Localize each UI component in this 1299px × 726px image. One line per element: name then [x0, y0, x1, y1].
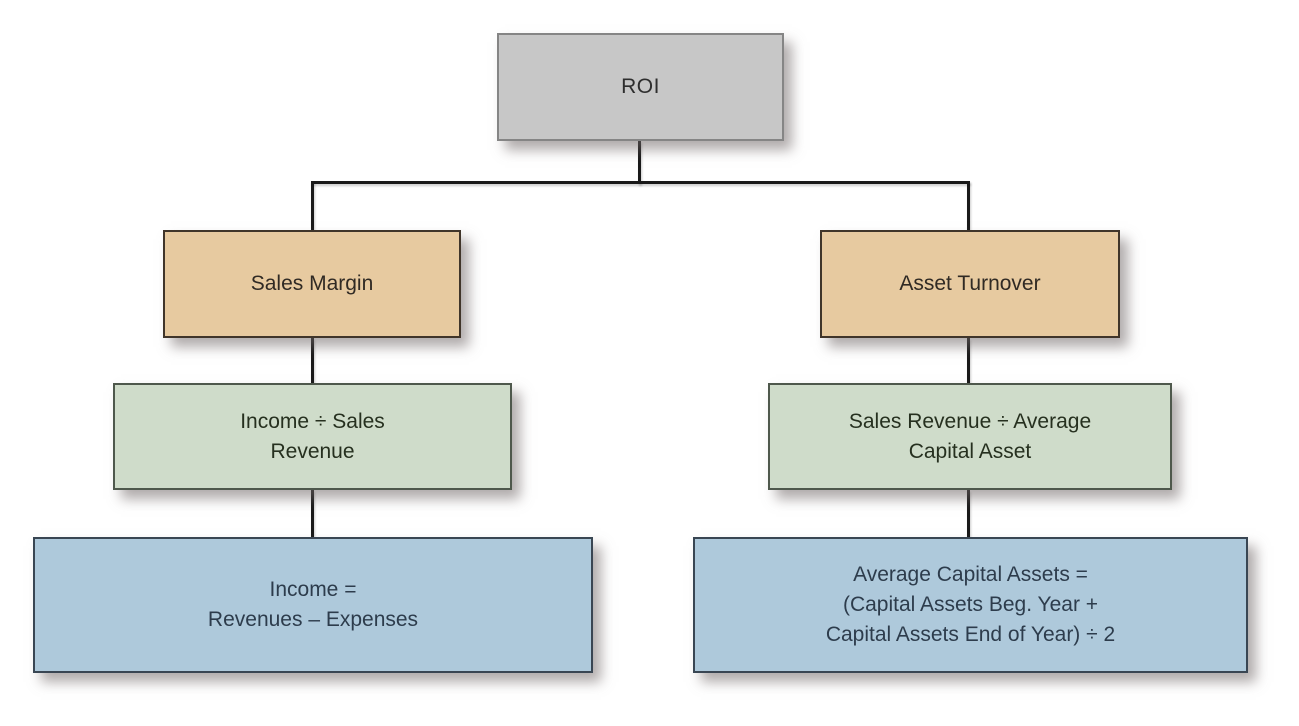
connector-roi-stem	[638, 141, 641, 184]
node-sales-margin: Sales Margin	[163, 230, 461, 338]
connector-branch-horizontal	[311, 181, 970, 184]
node-asset-turnover-formula: Sales Revenue ÷ Average Capital Asset	[768, 383, 1172, 490]
node-asset-turnover-formula-label: Sales Revenue ÷ Average Capital Asset	[848, 409, 1092, 463]
node-income-detail-label: Income = Revenues – Expenses	[207, 578, 419, 631]
connector-drop-asset-turnover	[967, 181, 970, 231]
node-sales-margin-formula-label: Income ÷ Sales Revenue	[240, 409, 385, 463]
connector-sales-margin-to-formula	[311, 338, 314, 384]
node-roi: ROI	[497, 33, 784, 141]
connector-formula-to-capital-detail	[967, 490, 970, 538]
connector-asset-turnover-to-formula	[967, 338, 970, 384]
node-income-detail: Income = Revenues – Expenses	[33, 537, 593, 673]
node-asset-turnover: Asset Turnover	[820, 230, 1120, 338]
connector-drop-sales-margin	[311, 181, 314, 231]
node-average-capital-detail-label: Average Capital Assets = (Capital Assets…	[825, 563, 1116, 646]
node-asset-turnover-label: Asset Turnover	[899, 272, 1041, 295]
node-sales-margin-formula: Income ÷ Sales Revenue	[113, 383, 512, 490]
node-sales-margin-label: Sales Margin	[250, 272, 374, 295]
node-average-capital-detail: Average Capital Assets = (Capital Assets…	[693, 537, 1248, 673]
connector-formula-to-income-detail	[311, 490, 314, 538]
node-roi-label: ROI	[621, 75, 660, 98]
